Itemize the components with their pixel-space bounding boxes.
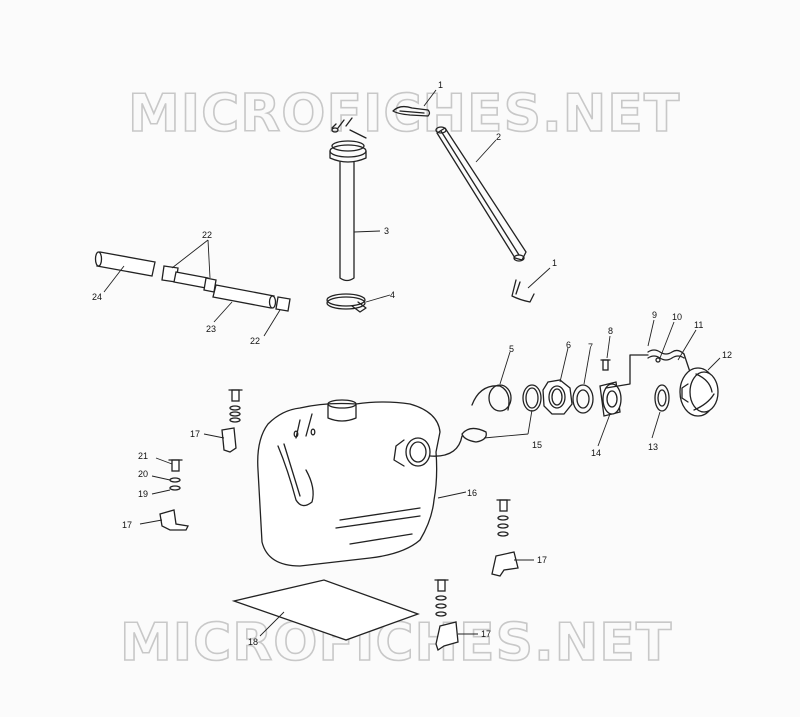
bracket-part-17-left-with-hardware	[159, 459, 189, 531]
nut-part-6	[542, 379, 573, 415]
callout-15: 15	[532, 440, 542, 450]
callout-12: 12	[722, 350, 732, 360]
pad-part-18	[231, 579, 420, 641]
rings-part-15	[461, 384, 542, 443]
clip-part-1-bottom	[511, 279, 535, 303]
filler-neck-part-14	[599, 381, 622, 417]
callout-23: 23	[206, 324, 216, 334]
callout-7: 7	[588, 342, 593, 352]
callout-17-right-upper: 17	[537, 555, 547, 565]
callout-10: 10	[672, 312, 682, 322]
gasket-part-7	[572, 384, 594, 414]
callout-5: 5	[509, 344, 514, 354]
callout-22-bottom: 22	[250, 336, 260, 346]
callout-20: 20	[138, 469, 148, 479]
callout-11: 11	[694, 320, 703, 330]
callout-21: 21	[138, 451, 148, 461]
callout-1-top: 1	[438, 80, 443, 90]
callout-16: 16	[467, 488, 477, 498]
oring-part-5	[471, 384, 512, 412]
fuel-tank-part-16	[257, 399, 463, 567]
callout-8: 8	[608, 326, 613, 336]
hose-clamp-part-4	[326, 293, 367, 313]
callout-17-upper-left: 17	[190, 429, 200, 439]
callout-19: 19	[138, 489, 148, 499]
filler-cap-part-12	[679, 367, 719, 417]
bracket-part-17-right-lower	[434, 579, 459, 652]
callout-17-right-lower: 17	[481, 629, 491, 639]
callout-18: 18	[248, 637, 258, 647]
callout-22-top: 22	[202, 230, 212, 240]
fuel-pickup-part-3	[329, 117, 367, 282]
bracket-part-17-upper-left	[221, 389, 243, 453]
callout-9: 9	[652, 310, 657, 320]
strap-part-2	[435, 126, 527, 262]
callout-13: 13	[648, 442, 658, 452]
leader-lines	[103, 89, 721, 637]
clip-part-1-top	[392, 105, 431, 117]
callout-2: 2	[496, 132, 501, 142]
callout-1-bottom: 1	[552, 258, 557, 268]
callout-numbers: 1 2 3 4 1 22 24 23 22 5 6 7 8 9 10 11 12…	[92, 80, 732, 647]
callout-6: 6	[566, 340, 571, 350]
screw-part-8	[600, 359, 611, 371]
callout-17-left: 17	[122, 520, 132, 530]
seal-part-13	[654, 384, 670, 412]
callout-14: 14	[591, 448, 601, 458]
fuel-line-assembly	[94, 251, 291, 312]
callout-24: 24	[92, 292, 102, 302]
callout-3: 3	[384, 226, 389, 236]
tether-parts-9-10-11	[605, 349, 691, 389]
callout-4: 4	[390, 290, 395, 300]
bracket-part-17-right-upper	[491, 499, 519, 577]
